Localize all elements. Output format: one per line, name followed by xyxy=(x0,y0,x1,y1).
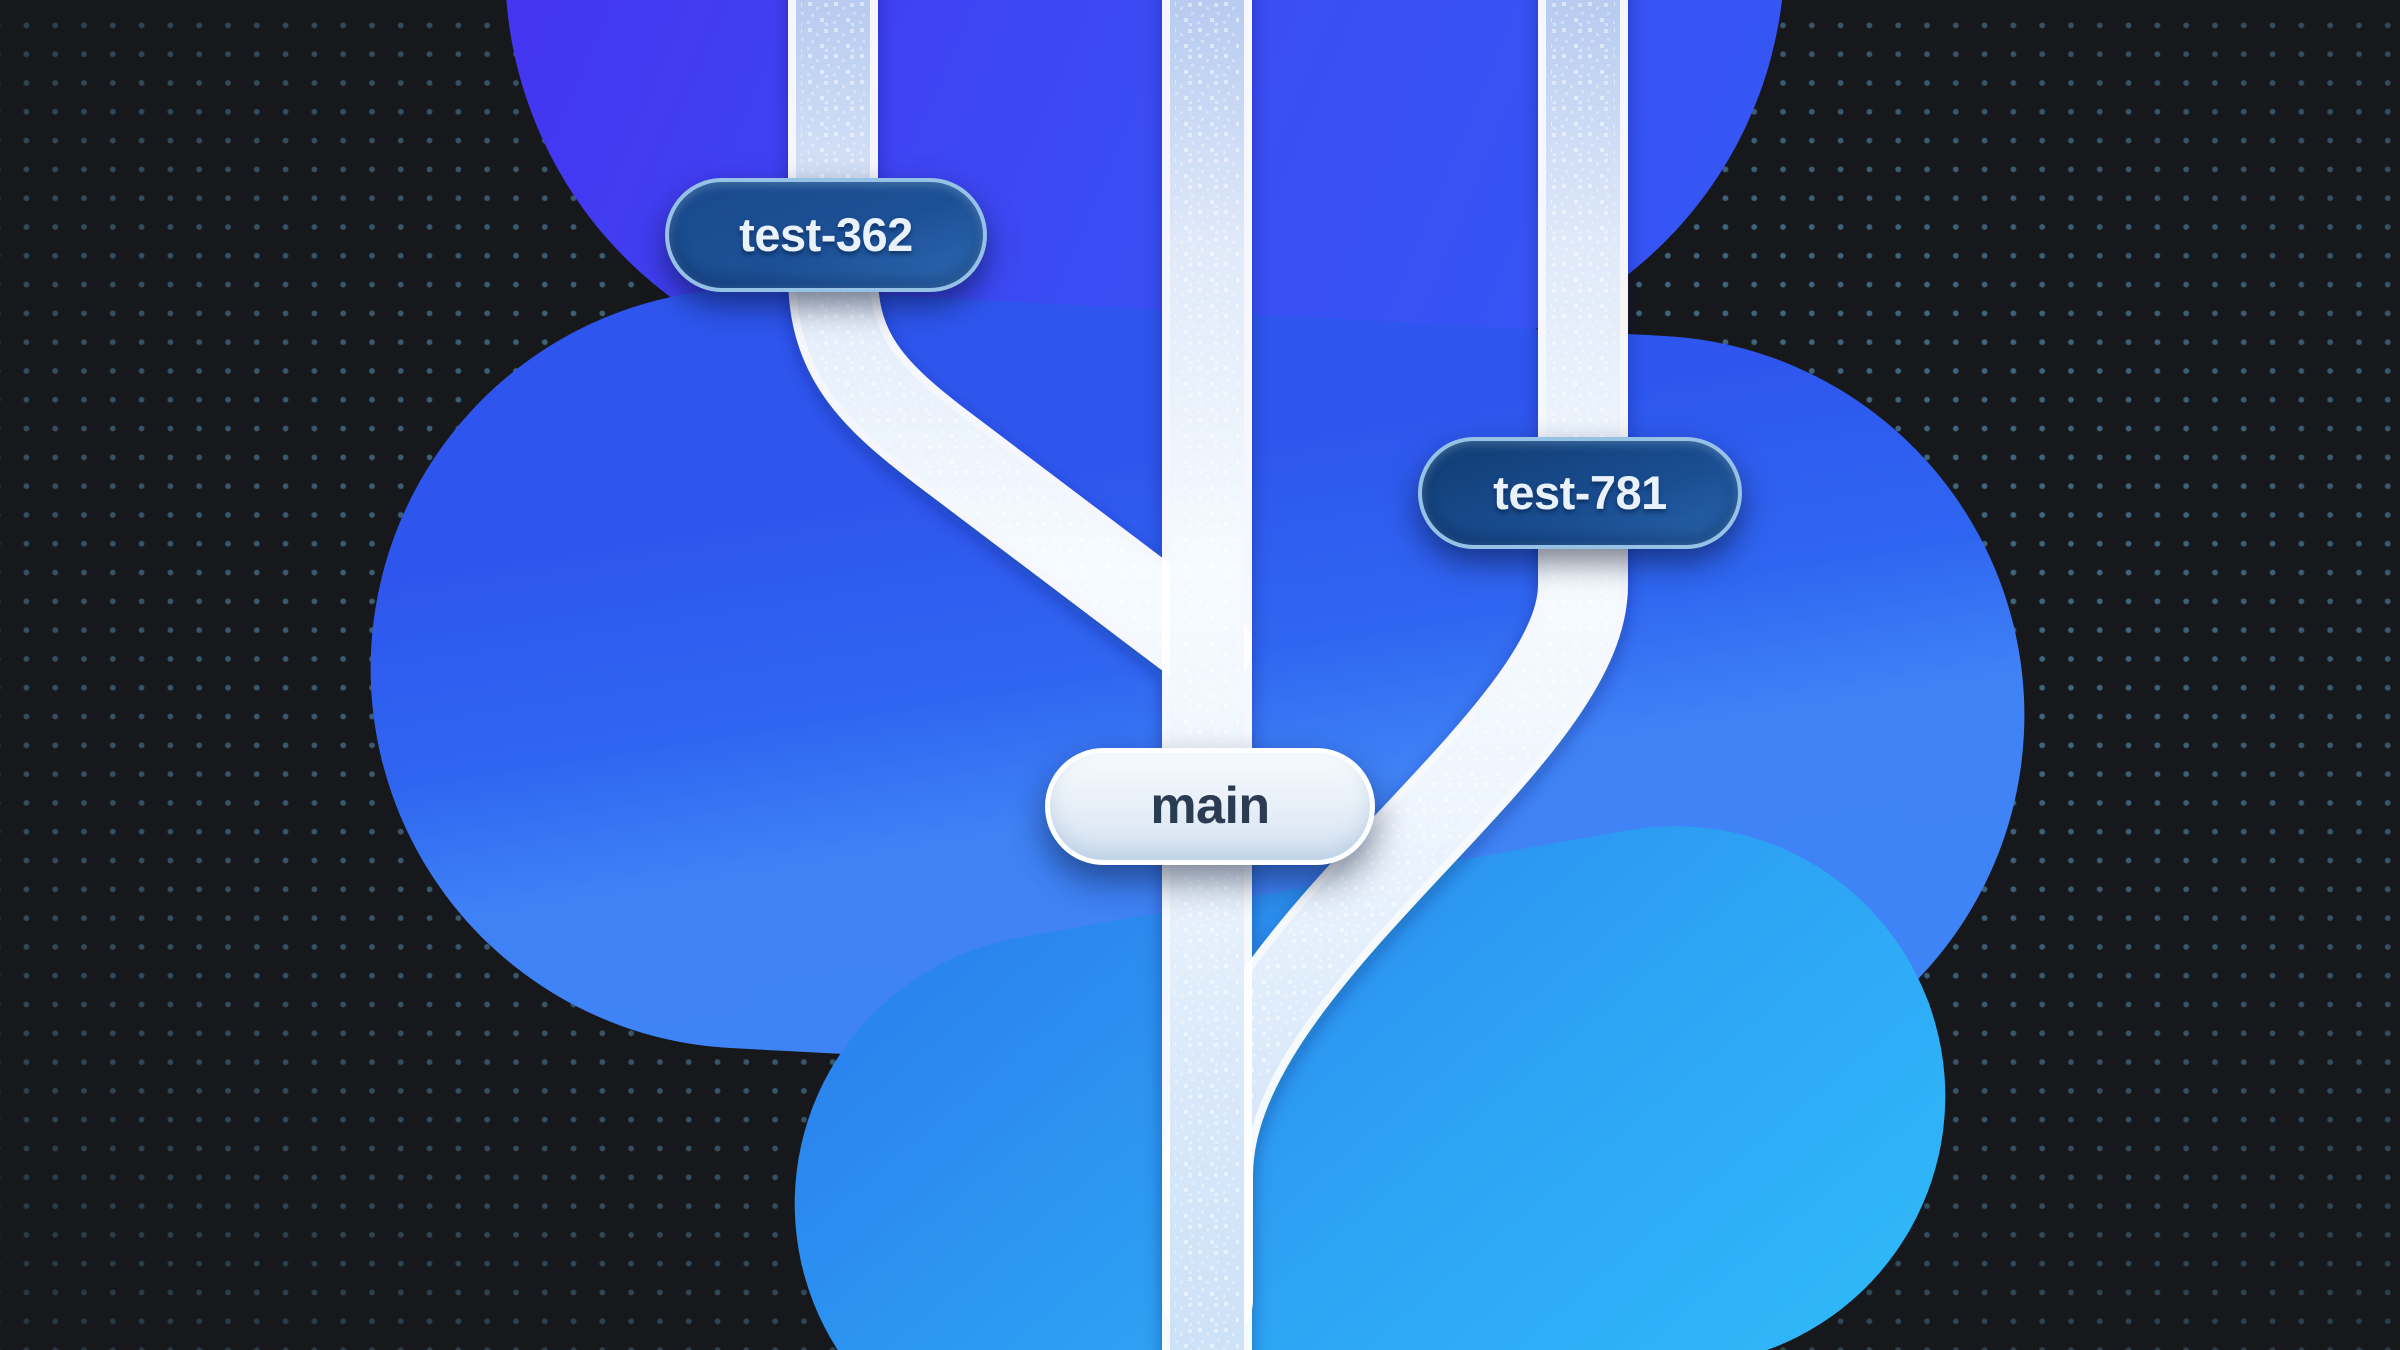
ribbon-branch-test-362 xyxy=(833,0,1207,648)
branch-badge-test-362-label: test-362 xyxy=(739,207,913,261)
branch-badge-test-362: test-362 xyxy=(665,178,987,292)
branch-badge-test-781-label: test-781 xyxy=(1493,465,1667,519)
branch-badge-test-781: test-781 xyxy=(1418,437,1742,549)
ribbon-branch-test-781 xyxy=(1208,0,1583,1300)
branch-badge-main-label: main xyxy=(1150,776,1270,835)
branch-badge-main: main xyxy=(1045,748,1375,865)
